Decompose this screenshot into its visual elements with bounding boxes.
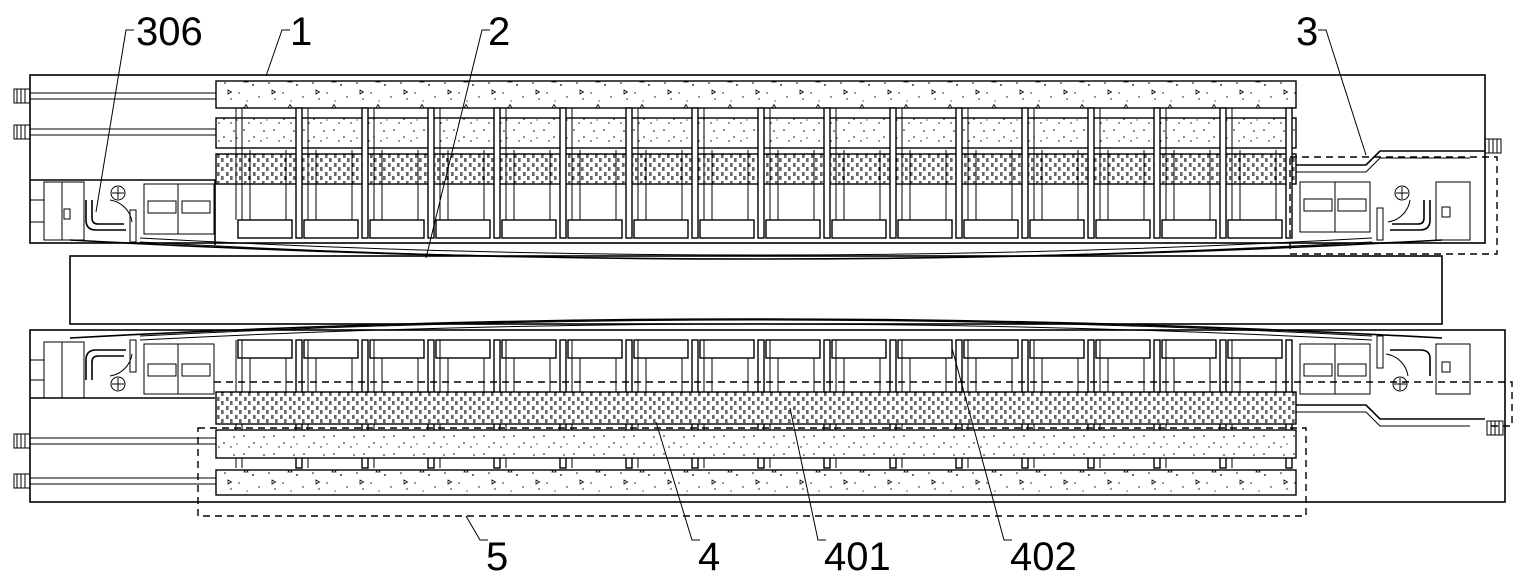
label-4: 4	[698, 535, 720, 579]
top-die-cell	[433, 107, 501, 239]
bolt-icon	[13, 433, 216, 489]
top-die-cell	[499, 107, 567, 239]
bottom-hatched-layer	[215, 391, 1297, 425]
bottom-concrete-plate	[215, 469, 1297, 496]
label-5: 5	[486, 535, 508, 579]
label-402: 402	[1010, 535, 1077, 579]
top-frame	[29, 74, 1486, 244]
right-end-fitting	[1296, 150, 1485, 241]
right-end-fitting	[1296, 335, 1485, 427]
top-die-cell	[235, 107, 303, 239]
top-cell-array	[235, 107, 1293, 239]
label-3: 3	[1296, 10, 1318, 54]
top-die-cell	[1027, 107, 1095, 239]
top-die-assembly	[13, 74, 1502, 260]
bottom-die-assembly	[13, 318, 1513, 517]
bottom-frame	[29, 329, 1506, 503]
label-306: 306	[136, 10, 203, 54]
bottom-speckled-block	[215, 429, 1297, 459]
top-die-cell	[1093, 107, 1161, 239]
central-workpiece	[69, 255, 1443, 325]
bolt-icon	[1484, 138, 1502, 154]
dashed-callout-5	[197, 427, 1307, 517]
bottom-forming-band	[69, 318, 1443, 339]
left-end-fitting	[30, 179, 216, 245]
bolt-icon	[13, 88, 216, 140]
top-concrete-plate	[215, 80, 1297, 109]
dashed-callout-3	[1289, 156, 1498, 255]
top-speckled-block	[215, 117, 1297, 149]
dashed-callout-bottom	[214, 381, 1513, 427]
top-hatched-layer	[215, 153, 1297, 185]
top-die-cell	[829, 107, 897, 239]
bolt-icon	[1486, 420, 1504, 436]
top-die-cell	[1225, 107, 1293, 239]
label-1: 1	[290, 10, 312, 54]
top-die-cell	[895, 107, 963, 239]
left-end-fitting	[30, 339, 215, 399]
label-2: 2	[488, 10, 510, 54]
top-die-cell	[301, 107, 369, 239]
label-401: 401	[824, 535, 891, 579]
leader-lines	[95, 29, 1367, 541]
